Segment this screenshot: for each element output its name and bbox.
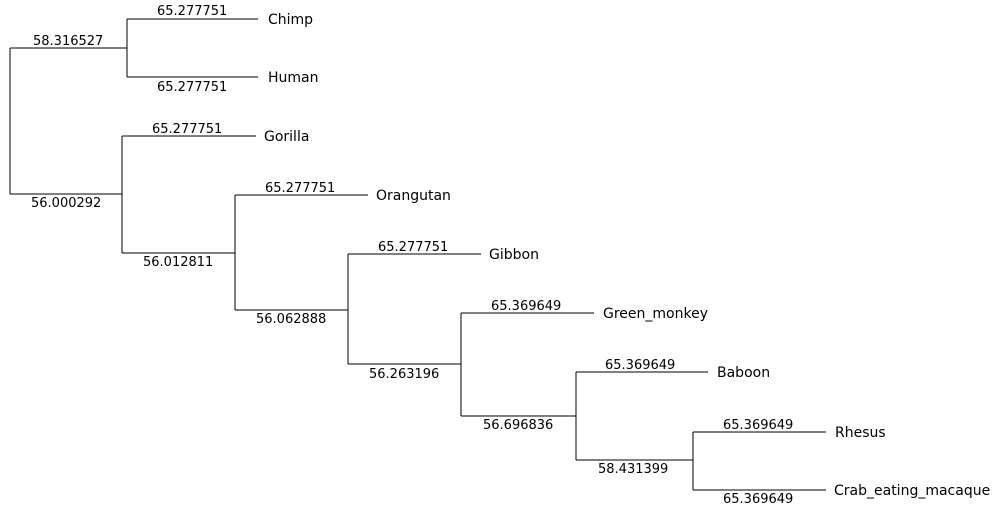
branch-length-macaque-clade: 58.431399 (598, 462, 668, 477)
taxon-label-gorilla: Gorilla (264, 129, 309, 145)
branch-length-human: 65.277751 (157, 80, 227, 95)
taxon-label-human: Human (268, 70, 319, 86)
branch-length-green-monkey: 65.369649 (491, 299, 561, 314)
branch-length-crab-eating-macaque: 65.369649 (723, 492, 793, 507)
branch-length-green-monkey-sister-clade: 56.696836 (483, 418, 553, 433)
branch-length-gibbon-sister-clade: 56.263196 (369, 367, 439, 382)
branch-length-orangutan: 65.277751 (265, 181, 335, 196)
branch-length-gorilla-sister-clade: 56.012811 (143, 255, 213, 270)
taxon-label-baboon: Baboon (717, 365, 770, 381)
taxon-label-crab-eating-macaque: Crab_eating_macaque (834, 483, 990, 499)
taxon-label-rhesus: Rhesus (835, 425, 886, 441)
branch-length-rhesus: 65.369649 (723, 418, 793, 433)
branch-length-orangutan-sister-clade: 56.062888 (256, 312, 326, 327)
branch-length-gibbon: 65.277751 (378, 240, 448, 255)
branch-length-chimp: 65.277751 (157, 4, 227, 19)
taxon-label-orangutan: Orangutan (376, 188, 451, 204)
branch-length-gorilla: 65.277751 (152, 122, 222, 137)
branch-length-chimp-human-clade: 58.316527 (33, 34, 103, 49)
taxon-label-gibbon: Gibbon (489, 247, 539, 263)
taxon-label-chimp: Chimp (268, 12, 313, 28)
branch-length-baboon: 65.369649 (605, 358, 675, 373)
branch-length-root-lower-clade: 56.000292 (31, 196, 101, 211)
taxon-label-green-monkey: Green_monkey (603, 306, 708, 322)
